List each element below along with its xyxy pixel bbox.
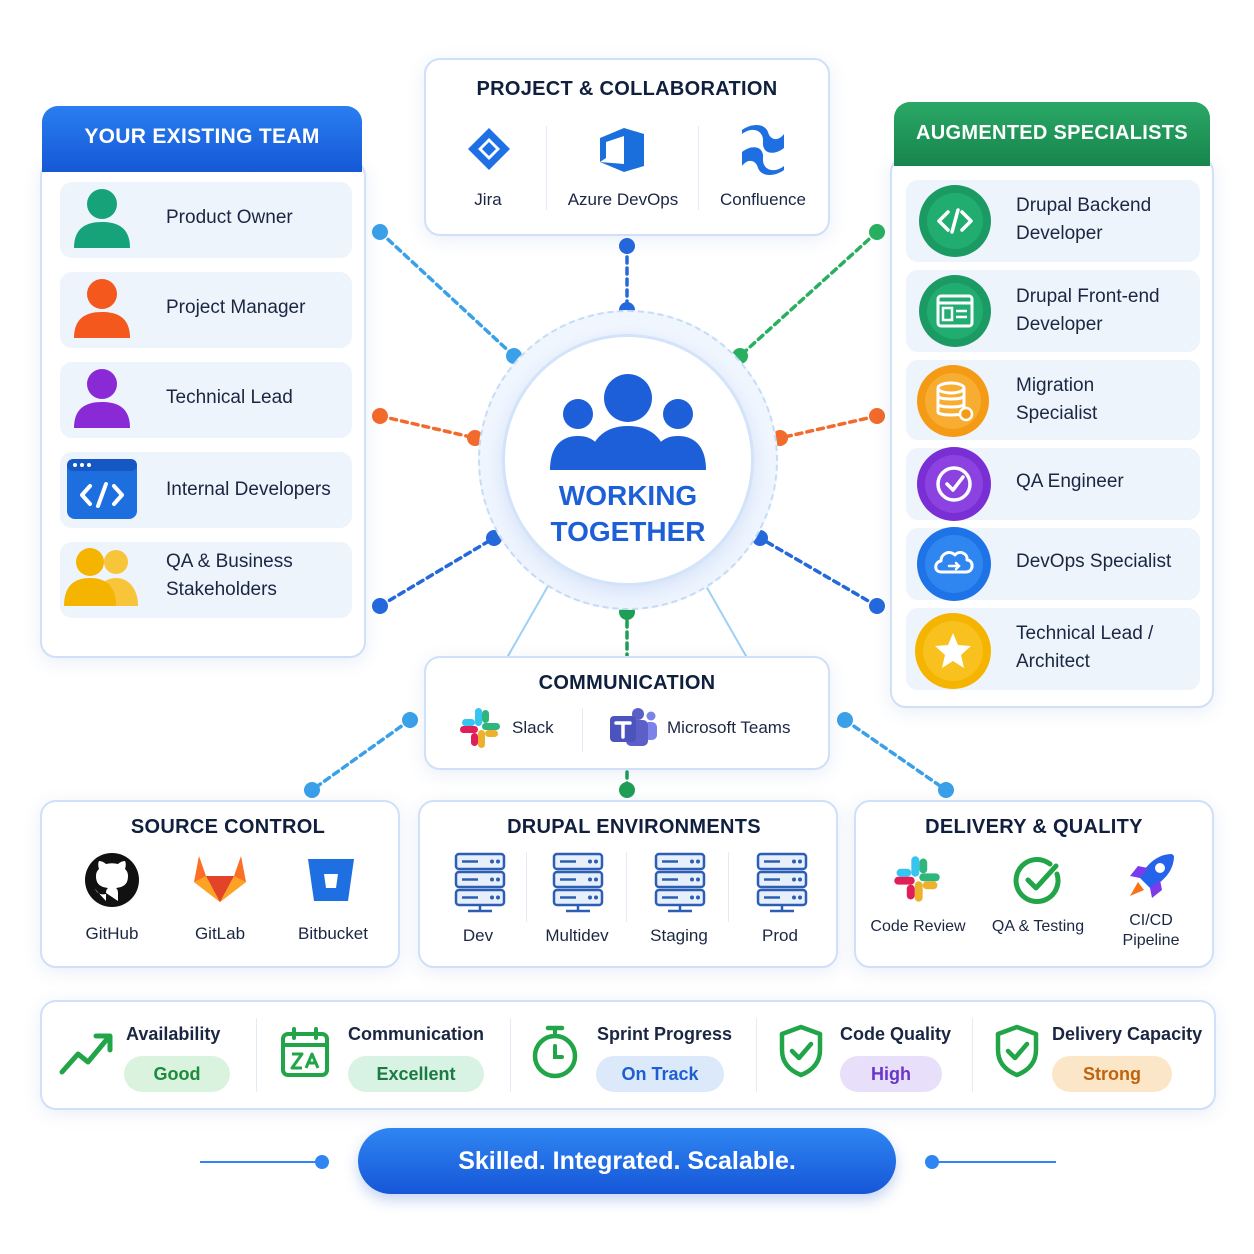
database-icon — [917, 365, 989, 437]
tool-label-gitlab: GitLab — [194, 924, 246, 943]
teams-icon[interactable] — [608, 706, 658, 750]
jira-icon[interactable] — [466, 126, 512, 172]
star-icon — [915, 613, 991, 689]
stopwatch-icon — [532, 1025, 578, 1079]
delivery-quality-title: DELIVERY & QUALITY — [925, 816, 1143, 838]
hub-title-line1: WORKING — [558, 480, 698, 511]
tool-label-bitbucket: Bitbucket — [298, 924, 368, 943]
status-value-communication: Excellent — [348, 1056, 484, 1092]
divider — [256, 1018, 257, 1092]
slack-icon[interactable] — [458, 706, 502, 750]
specialist-label: Developer — [1016, 314, 1103, 335]
code-icon — [919, 185, 991, 257]
team-member-label: Technical Lead — [166, 387, 293, 408]
divider — [546, 126, 547, 210]
confluence-icon[interactable] — [738, 124, 788, 176]
check-circle-icon — [917, 447, 991, 521]
server-icon — [454, 852, 506, 913]
tool-label-confluence: Confluence — [719, 190, 806, 209]
bitbucket-icon[interactable] — [306, 856, 356, 904]
communication-panel — [424, 656, 830, 770]
gitlab-icon[interactable] — [192, 852, 248, 904]
layout-icon — [919, 275, 991, 347]
check-circle-icon — [1013, 857, 1061, 904]
tool-label-slack: Slack — [512, 718, 554, 737]
server-icon — [654, 852, 706, 913]
env-label-dev: Dev — [462, 926, 494, 945]
status-value-code-quality: High — [840, 1056, 942, 1092]
tool-label-azure-devops: Azure DevOps — [567, 190, 679, 209]
project-collaboration-title: PROJECT & COLLABORATION — [476, 78, 778, 100]
team-group-icon — [550, 374, 706, 470]
tool-label-jira: Jira — [474, 190, 502, 209]
specialist-label: Architect — [1016, 651, 1090, 672]
divider — [526, 852, 527, 922]
divider — [972, 1018, 973, 1092]
status-title-code-quality: Code Quality — [840, 1024, 952, 1044]
trend-up-icon — [59, 1033, 113, 1075]
team-member-label: Product Owner — [166, 207, 293, 228]
specialist-label: Drupal Backend — [1016, 195, 1152, 216]
specialist-label: Migration — [1016, 375, 1095, 396]
delivery-label-cicd: CI/CD — [1129, 912, 1173, 929]
communication-title: COMMUNICATION — [538, 672, 716, 694]
status-value-sprint-progress: On Track — [596, 1056, 724, 1092]
team-member-label: QA & Business — [166, 551, 293, 572]
rocket-icon — [1130, 854, 1174, 898]
augmented-specialists-title: AUGMENTED SPECIALISTS — [894, 102, 1210, 166]
cloud-icon — [917, 527, 991, 601]
code-review-icon — [894, 856, 940, 902]
shield-check-icon — [995, 1024, 1039, 1078]
tagline-banner: Skilled. Integrated. Scalable. — [358, 1128, 896, 1194]
divider — [698, 126, 699, 210]
shield-check-icon — [779, 1024, 823, 1078]
specialist-label: Drupal Front-end — [1016, 286, 1160, 307]
delivery-label-code-review: Code Review — [870, 918, 966, 935]
env-label-prod: Prod — [762, 926, 798, 945]
tool-label-github: GitHub — [85, 924, 139, 943]
status-title-sprint-progress: Sprint Progress — [597, 1024, 733, 1044]
server-icon — [756, 852, 808, 913]
github-icon[interactable] — [84, 852, 140, 908]
specialist-label: Specialist — [1016, 403, 1098, 424]
team-member-label: Internal Developers — [166, 479, 331, 500]
team-member-label: Project Manager — [166, 297, 306, 318]
specialist-label: QA Engineer — [1016, 471, 1124, 492]
status-value-delivery-capacity: Strong — [1052, 1056, 1172, 1092]
people-group-icon — [64, 548, 138, 606]
env-label-multidev: Multidev — [545, 926, 609, 945]
divider — [510, 1018, 511, 1092]
team-member-label: Stakeholders — [166, 579, 277, 600]
calendar-icon — [281, 1027, 329, 1077]
divider — [582, 708, 583, 752]
status-title-delivery-capacity: Delivery Capacity — [1052, 1024, 1203, 1044]
existing-team-title: YOUR EXISTING TEAM — [42, 106, 362, 172]
status-value-availability: Good — [124, 1056, 230, 1092]
status-title-availability: Availability — [126, 1024, 221, 1044]
specialist-label: DevOps Specialist — [1016, 551, 1172, 572]
person-icon — [74, 279, 130, 338]
divider — [728, 852, 729, 922]
person-icon — [74, 369, 130, 428]
specialist-label: Technical Lead / — [1016, 623, 1154, 644]
specialist-label: Developer — [1016, 223, 1103, 244]
divider — [626, 852, 627, 922]
azure-devops-icon[interactable] — [596, 124, 648, 176]
drupal-environments-title: DRUPAL ENVIRONMENTS — [507, 816, 761, 838]
hub-title-line2: TOGETHER — [550, 516, 706, 547]
code-window-icon — [67, 459, 137, 519]
divider — [756, 1018, 757, 1092]
source-control-title: SOURCE CONTROL — [130, 816, 326, 838]
env-label-staging: Staging — [650, 926, 708, 945]
delivery-label-pipeline: Pipeline — [1122, 932, 1180, 949]
status-title-communication: Communication — [348, 1024, 485, 1044]
tool-label-microsoft-teams: Microsoft Teams — [667, 718, 791, 737]
server-icon — [552, 852, 604, 913]
delivery-label-qa-testing: QA & Testing — [991, 918, 1085, 935]
person-icon — [74, 189, 130, 248]
